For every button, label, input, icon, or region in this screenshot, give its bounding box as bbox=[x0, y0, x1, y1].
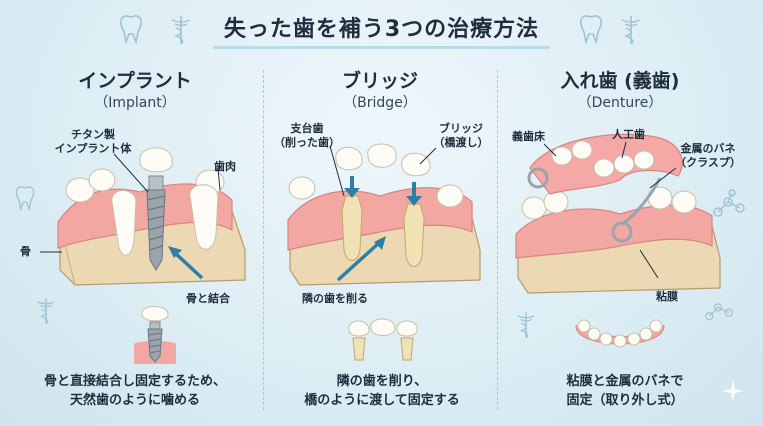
implant-caption-line1: 骨と直接結合し固定するため、 bbox=[43, 374, 226, 389]
tooth-icon bbox=[119, 15, 143, 45]
bridge-small-icon bbox=[348, 318, 418, 361]
denture-artificial-label: 人工歯 bbox=[612, 128, 645, 141]
title-banner: 失った歯を補う3つの治療方法 bbox=[195, 10, 568, 50]
sparkle-icon bbox=[722, 380, 744, 402]
denture-illustration bbox=[515, 133, 721, 294]
implant-fixture-label: チタン製 インプラント体 bbox=[54, 128, 132, 155]
bridge-caption-line2: 橋のように渡して固定する bbox=[304, 393, 460, 408]
bridge-shave-label: 隣の歯を削る bbox=[302, 292, 368, 305]
bridge-subtitle: （Bridge） bbox=[343, 95, 417, 111]
denture-caption-line1: 粘膜と金属のバネで bbox=[566, 374, 684, 389]
tooth-icon bbox=[15, 186, 35, 212]
implant-subtitle: （Implant） bbox=[94, 95, 176, 111]
bridge-illustration bbox=[287, 143, 481, 286]
molecule-icon bbox=[705, 303, 733, 321]
bridge-pontic-label: ブリッジ （橋渡し） bbox=[433, 122, 489, 149]
caduceus-icon bbox=[621, 16, 641, 45]
denture-subtitle: （Denture） bbox=[577, 95, 663, 111]
column-divider bbox=[497, 70, 498, 410]
implant-small-icon bbox=[134, 306, 176, 364]
bridge-title: ブリッジ bbox=[341, 70, 418, 92]
caduceus-icon bbox=[517, 312, 535, 339]
denture-base-label: 義歯床 bbox=[512, 130, 545, 143]
title-underline bbox=[213, 46, 550, 49]
denture-title: 入れ歯 (義歯) bbox=[560, 70, 680, 92]
implant-bond-label: 骨と結合 bbox=[186, 292, 230, 305]
column-divider bbox=[263, 70, 264, 410]
denture-caption-line2: 固定（取り外し式） bbox=[566, 393, 684, 408]
caduceus-icon bbox=[171, 16, 191, 45]
page-title: 失った歯を補う3つの治療方法 bbox=[223, 17, 540, 42]
bridge-caption: 隣の歯を削り、 橋のように渡して固定する bbox=[272, 372, 492, 410]
denture-small-icon bbox=[575, 319, 665, 348]
denture-mucosa-label: 粘膜 bbox=[656, 290, 678, 303]
implant-illustration bbox=[40, 147, 246, 286]
denture-caption: 粘膜と金属のバネで 固定（取り外し式） bbox=[510, 372, 740, 410]
bridge-abutment-label: 支台歯 （削った歯） bbox=[274, 122, 340, 149]
molecule-icon bbox=[713, 189, 745, 217]
caduceus-icon bbox=[37, 298, 55, 325]
denture-clasp-label: 金属のバネ （クラスプ） bbox=[675, 142, 741, 169]
bridge-caption-line1: 隣の歯を削り、 bbox=[336, 374, 428, 389]
implant-title: インプラント bbox=[78, 70, 192, 92]
implant-gum-label: 歯肉 bbox=[214, 160, 236, 173]
implant-bone-label: 骨 bbox=[20, 245, 31, 258]
implant-caption-line2: 天然歯のように噛める bbox=[69, 393, 200, 408]
implant-caption: 骨と直接結合し固定するため、 天然歯のように噛める bbox=[30, 372, 240, 410]
tooth-icon bbox=[579, 15, 603, 45]
